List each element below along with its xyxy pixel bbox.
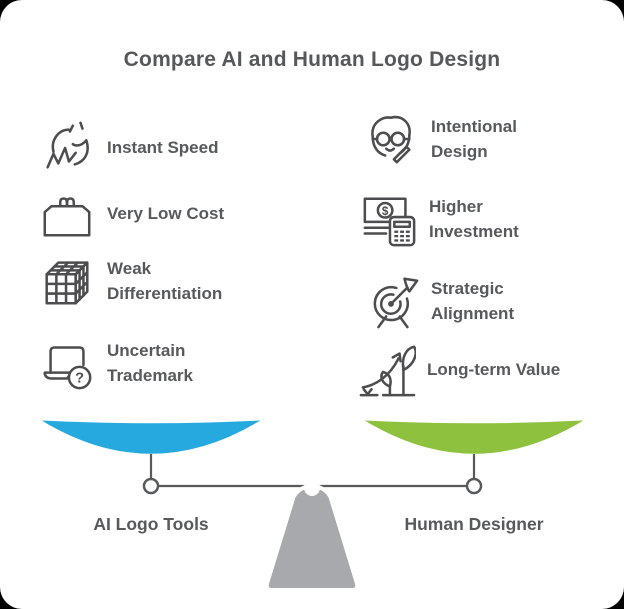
svg-text:$: $ [382, 205, 389, 218]
balance-scale [32, 417, 593, 592]
rubik-cube-icon [38, 252, 96, 310]
svg-text:?: ? [75, 370, 84, 386]
right-pan [355, 417, 593, 457]
fulcrum-hole [304, 480, 320, 496]
feature-item-weak-differentiation: Weak Differentiation [38, 252, 222, 310]
right-pan-label: Human Designer [404, 514, 544, 534]
feature-label: Strategic Alignment [431, 279, 515, 323]
fulcrum-weight [264, 483, 360, 592]
left-pan [32, 417, 270, 457]
feature-item-low-cost: Very Low Cost [38, 184, 224, 242]
feature-item-strategic-alignment: Strategic Alignment [362, 272, 514, 330]
target-dart-icon [362, 272, 420, 330]
feature-item-uncertain-trademark: ? Uncertain Trademark [38, 334, 193, 392]
feature-label: Long-term Value [427, 359, 561, 379]
left-hanger-ring [142, 477, 160, 495]
feature-label: Intentional Design [431, 117, 517, 161]
feature-label: Uncertain Trademark [107, 341, 193, 385]
feature-item-intentional-design: Intentional Design [362, 110, 517, 168]
feature-label: Higher Investment [429, 197, 519, 241]
left-pan-label: AI Logo Tools [93, 514, 209, 534]
designer-face-icon [362, 110, 420, 168]
meteor-speed-icon [38, 118, 96, 176]
briefcase-icon [38, 184, 96, 242]
money-calculator-icon: $ [360, 190, 418, 248]
right-hanger-ring [465, 477, 483, 495]
feature-item-long-term-value: Long-term Value [358, 340, 560, 398]
feature-item-instant-speed: Instant Speed [38, 118, 218, 176]
laptop-question-icon: ? [38, 334, 96, 392]
growth-plant-icon [358, 340, 416, 398]
feature-label: Very Low Cost [107, 203, 225, 223]
feature-label: Instant Speed [107, 137, 219, 157]
feature-item-higher-investment: $ Higher Investment [360, 190, 519, 248]
page-title: Compare AI and Human Logo Design [123, 48, 501, 71]
feature-label: Weak Differentiation [107, 259, 223, 303]
